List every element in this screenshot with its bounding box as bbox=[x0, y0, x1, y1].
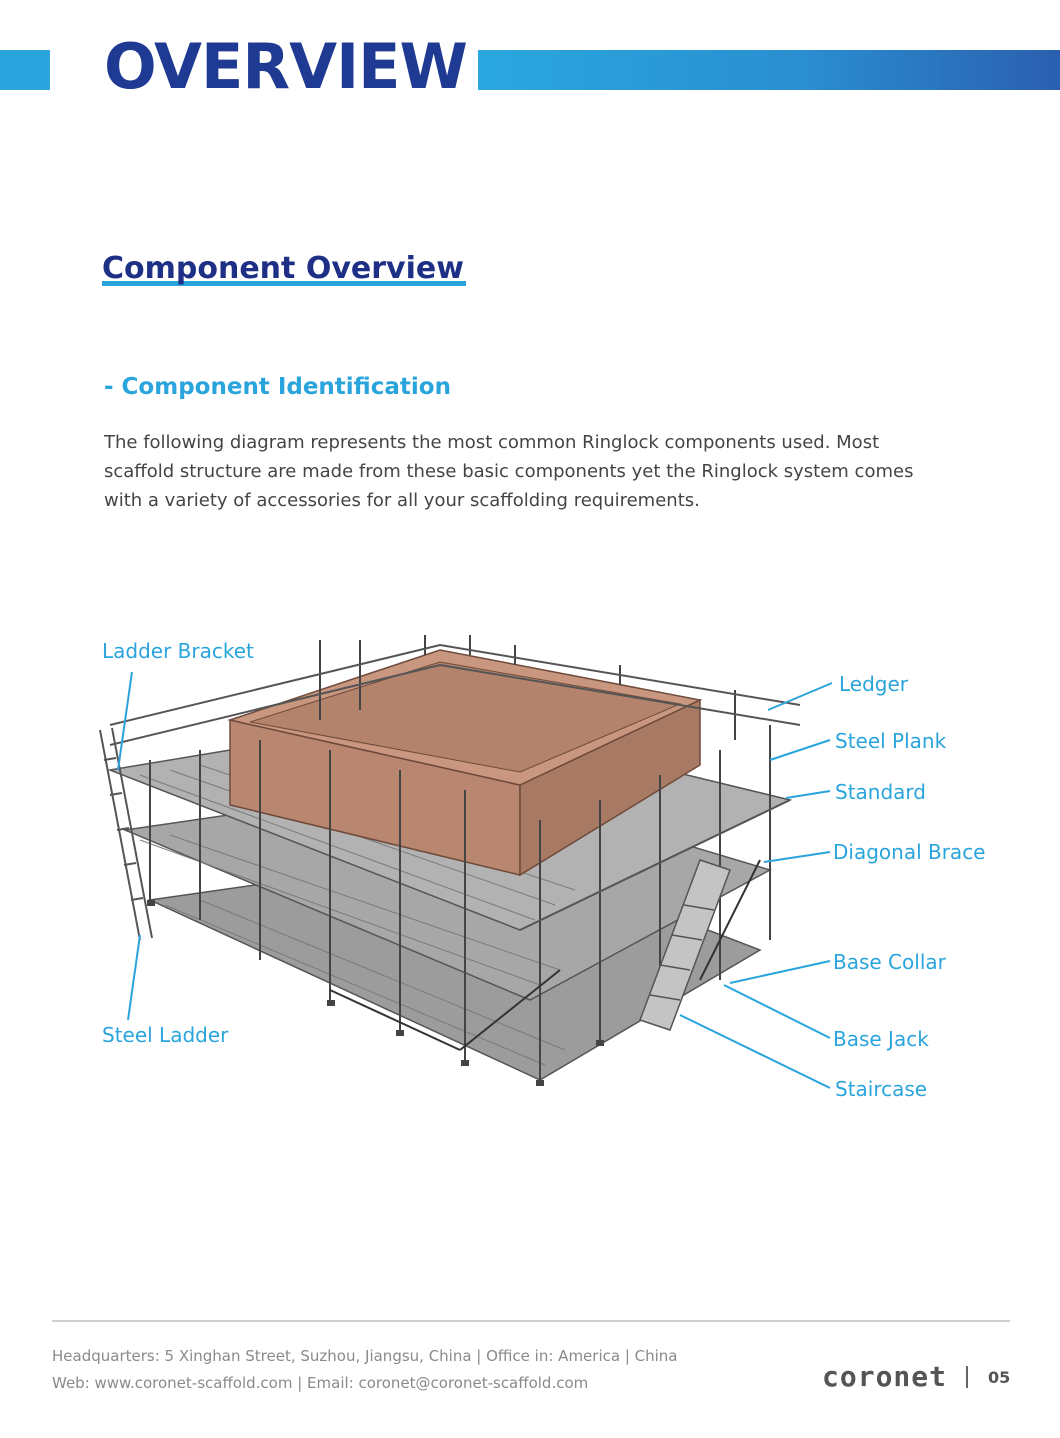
label-staircase: Staircase bbox=[835, 1077, 928, 1101]
label-steel-ladder: Steel Ladder bbox=[102, 1023, 229, 1047]
base-jacks bbox=[147, 900, 604, 1086]
header-accent-left bbox=[0, 50, 50, 90]
footer-contact: Web: www.coronet-scaffold.com | Email: c… bbox=[52, 1374, 589, 1392]
callout-lines bbox=[117, 671, 833, 1089]
label-standard: Standard bbox=[835, 780, 926, 804]
standards bbox=[149, 635, 771, 1080]
page-number: 05 bbox=[988, 1368, 1011, 1387]
ledgers bbox=[109, 643, 801, 931]
coronet-logo: coronet bbox=[822, 1360, 948, 1393]
label-base-collar: Base Collar bbox=[833, 950, 946, 974]
label-ledger: Ledger bbox=[839, 672, 909, 696]
scaffold-diagram bbox=[99, 635, 833, 1089]
page-title: OVERVIEW bbox=[104, 30, 468, 103]
diagonal-braces bbox=[329, 859, 761, 1051]
header-accent-right bbox=[478, 50, 1060, 90]
paragraph-line: scaffold structure are made from these b… bbox=[104, 461, 914, 482]
label-steel-plank: Steel Plank bbox=[835, 729, 947, 753]
label-ladder-bracket: Ladder Bracket bbox=[102, 639, 254, 663]
paragraph-line: The following diagram represents the mos… bbox=[104, 432, 880, 453]
label-diagonal-brace: Diagonal Brace bbox=[833, 840, 986, 864]
subsection-heading: - Component Identification bbox=[104, 374, 451, 400]
intro-paragraph: The following diagram represents the mos… bbox=[104, 428, 964, 515]
paragraph-line: with a variety of accessories for all yo… bbox=[104, 490, 700, 511]
staircase-shape bbox=[639, 859, 731, 1031]
footer-divider bbox=[52, 1320, 1010, 1322]
footer-separator bbox=[966, 1366, 968, 1388]
label-base-jack: Base Jack bbox=[833, 1027, 929, 1051]
section-heading: Component Overview bbox=[102, 251, 464, 286]
section-heading-underline bbox=[102, 281, 466, 286]
footer-address: Headquarters: 5 Xinghan Street, Suzhou, … bbox=[52, 1347, 678, 1365]
